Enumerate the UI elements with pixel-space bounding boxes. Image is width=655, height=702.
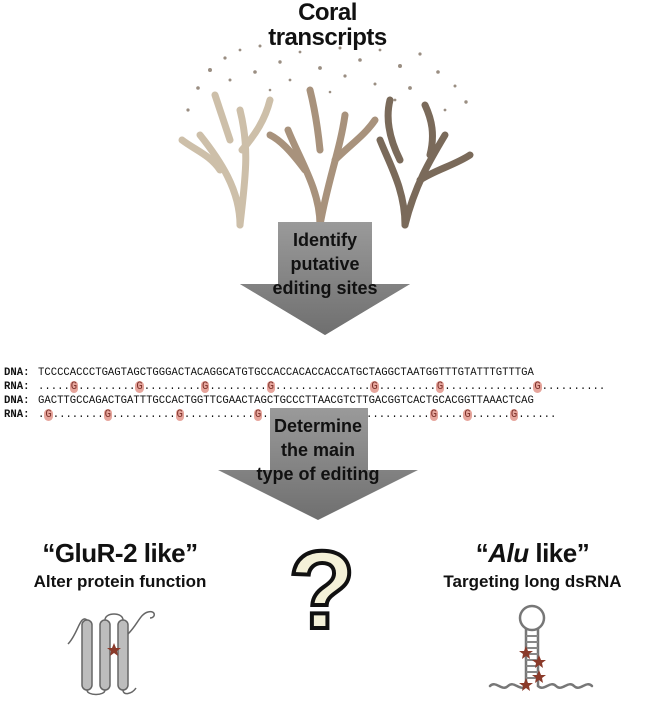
spore-dots bbox=[186, 44, 468, 112]
edited-site-marker: G bbox=[509, 409, 519, 421]
arrow1-line-1: Identify bbox=[292, 230, 357, 250]
rna-sequence-row: RNA: .....G.........G.........G.........G… bbox=[4, 380, 605, 394]
arrow1-line-2: putative bbox=[290, 254, 360, 274]
edited-site-marker: G bbox=[370, 381, 379, 393]
title-line-1: Coral bbox=[298, 0, 357, 26]
identify-arrow-label: Identify putative editing sites bbox=[240, 228, 410, 300]
protein-helices-icon bbox=[67, 610, 155, 696]
sequence-label: DNA: bbox=[4, 367, 30, 379]
coral-illustration bbox=[178, 44, 474, 229]
edited-site-marker: G bbox=[135, 381, 144, 393]
edited-site-marker: G bbox=[69, 381, 79, 393]
glur2-subtitle: Alter protein function bbox=[33, 572, 207, 591]
arrow2-line-1: Determine bbox=[273, 416, 363, 436]
alu-heading: “Alu like” bbox=[410, 538, 655, 569]
determine-arrow bbox=[218, 408, 418, 520]
coral-branches-middle bbox=[266, 86, 379, 229]
dna-sequence-row: DNA: GACTTGCCAGACTGATTTGCCACTGGTTCGAACTAG… bbox=[4, 394, 605, 408]
question-mark-icon: ? bbox=[286, 540, 357, 640]
sequence-text: GACTTGCCAGACTGATTTGCCACTGGTTCGAACTAGCTGC… bbox=[38, 395, 534, 407]
diagram-title: Coral transcripts bbox=[0, 0, 655, 50]
alu-heading-tail: like” bbox=[528, 538, 590, 568]
edited-site-marker: G bbox=[533, 381, 542, 393]
alu-subtitle: Targeting long dsRNA bbox=[443, 572, 622, 591]
coral-branches-left bbox=[178, 91, 274, 229]
edited-site-marker: G bbox=[103, 409, 112, 421]
sequence-label: RNA: bbox=[4, 409, 30, 421]
sequence-rows: DNA: TCCCCACCCTGAGTAGCTGGGACTACAGGCATGTGC… bbox=[4, 366, 605, 422]
arrow2-line-2: the main bbox=[280, 440, 355, 460]
question-mark-text: ? bbox=[288, 540, 355, 640]
dna-sequence-row: DNA: TCCCCACCCTGAGTAGCTGGGACTACAGGCATGTGC… bbox=[4, 366, 605, 380]
sequence-label: RNA: bbox=[4, 381, 30, 393]
dsrna-hairpin-icon bbox=[488, 604, 594, 691]
sequence-label: DNA: bbox=[4, 395, 30, 407]
title-line-2: transcripts bbox=[268, 24, 387, 51]
edited-site-marker: G bbox=[175, 409, 184, 421]
alu-heading-italic: Alu bbox=[488, 538, 529, 568]
alu-heading-open-quote: “ bbox=[475, 538, 489, 568]
sequence-alignment: DNA: TCCCCACCCTGAGTAGCTGGGACTACAGGCATGTGC… bbox=[4, 338, 605, 436]
edited-site-marker: G bbox=[429, 409, 438, 421]
edited-site-marker: G bbox=[435, 381, 445, 393]
identify-arrow bbox=[240, 222, 410, 335]
edited-site-marker: G bbox=[200, 381, 210, 393]
determine-arrow-label: Determine the main type of editing bbox=[218, 414, 418, 486]
coral-branches-right bbox=[376, 96, 474, 229]
edited-site-marker: G bbox=[44, 409, 53, 421]
edited-site-marker: G bbox=[253, 409, 263, 421]
arrow1-line-3: editing sites bbox=[272, 278, 378, 298]
sequence-text: TCCCCACCCTGAGTAGCTGGGACTACAGGCATGTGCCACC… bbox=[38, 367, 534, 379]
arrow2-line-3: type of editing bbox=[256, 464, 380, 484]
edited-site-marker: G bbox=[266, 381, 275, 393]
edited-site-marker: G bbox=[463, 409, 472, 421]
sequence-text: .....G.........G.........G.........G....… bbox=[38, 381, 606, 393]
glur2-heading: “GluR-2 like” bbox=[42, 538, 198, 568]
